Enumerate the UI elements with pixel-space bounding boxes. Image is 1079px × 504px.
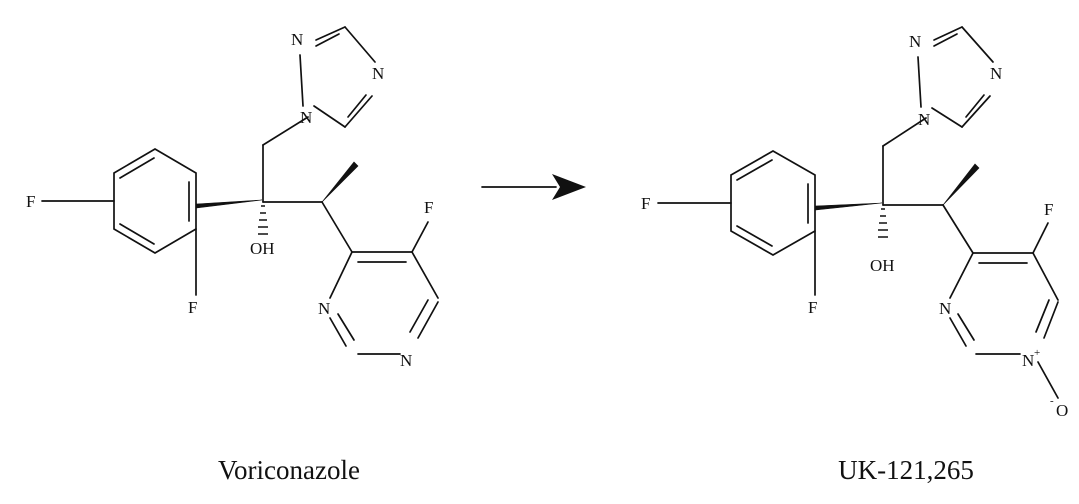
product-atom-f-pyrimidine: F: [1044, 200, 1053, 219]
reactant-atom-n4: N: [372, 64, 384, 83]
product-atom-n4: N: [990, 64, 1002, 83]
reactant-pyrimidine-ring: [329, 251, 439, 355]
product-wedge-methyl: [942, 163, 980, 206]
product-atom-f-para: F: [641, 194, 650, 213]
reactant-atom-pyrimidine-n1: N: [318, 299, 330, 318]
reactant-wedge-methyl: [321, 161, 359, 203]
product-charge-plus: +: [1034, 347, 1040, 359]
product-atom-oh: OH: [870, 256, 895, 275]
reactant-atom-n2: N: [291, 30, 303, 49]
reactant-atom-oh: OH: [250, 239, 275, 258]
reactant-wedge-aryl: [195, 199, 263, 209]
reactant-structure: N N N F F OH F N N: [26, 26, 439, 370]
reactant-atom-f-para: F: [26, 192, 35, 211]
reactant-hash-methyl: [258, 205, 268, 235]
product-benzene-ring: [730, 150, 816, 256]
reactant-atom-pyrimidine-n3: N: [400, 351, 412, 370]
product-structure: N N N F F OH F N N + O -: [641, 26, 1068, 420]
reactant-atom-n1: N: [300, 108, 312, 127]
product-triazole-ring: [917, 26, 994, 128]
product-bond-n-oxide: [1037, 361, 1059, 399]
product-charge-minus: -: [1050, 395, 1054, 407]
reactant-triazole-ring: [299, 26, 376, 128]
product-atom-n-oxide: N: [1022, 351, 1034, 370]
product-atom-n1: N: [918, 110, 930, 129]
reactant-benzene-ring: [113, 148, 197, 254]
product-hash-methyl: [878, 208, 888, 238]
reactant-name: Voriconazole: [218, 455, 360, 485]
product-atom-n2: N: [909, 32, 921, 51]
reactant-atom-f-pyrimidine: F: [424, 198, 433, 217]
product-wedge-aryl: [814, 202, 883, 211]
reactant-atom-f-ortho: F: [188, 298, 197, 317]
product-pyrimidine-ring: [949, 252, 1059, 355]
product-atom-n-oxide-oxygen: O: [1056, 401, 1068, 420]
reaction-arrow: [481, 174, 586, 200]
product-atom-f-ortho: F: [808, 298, 817, 317]
product-name: UK-121,265: [838, 455, 974, 485]
product-atom-pyrimidine-n1: N: [939, 299, 951, 318]
